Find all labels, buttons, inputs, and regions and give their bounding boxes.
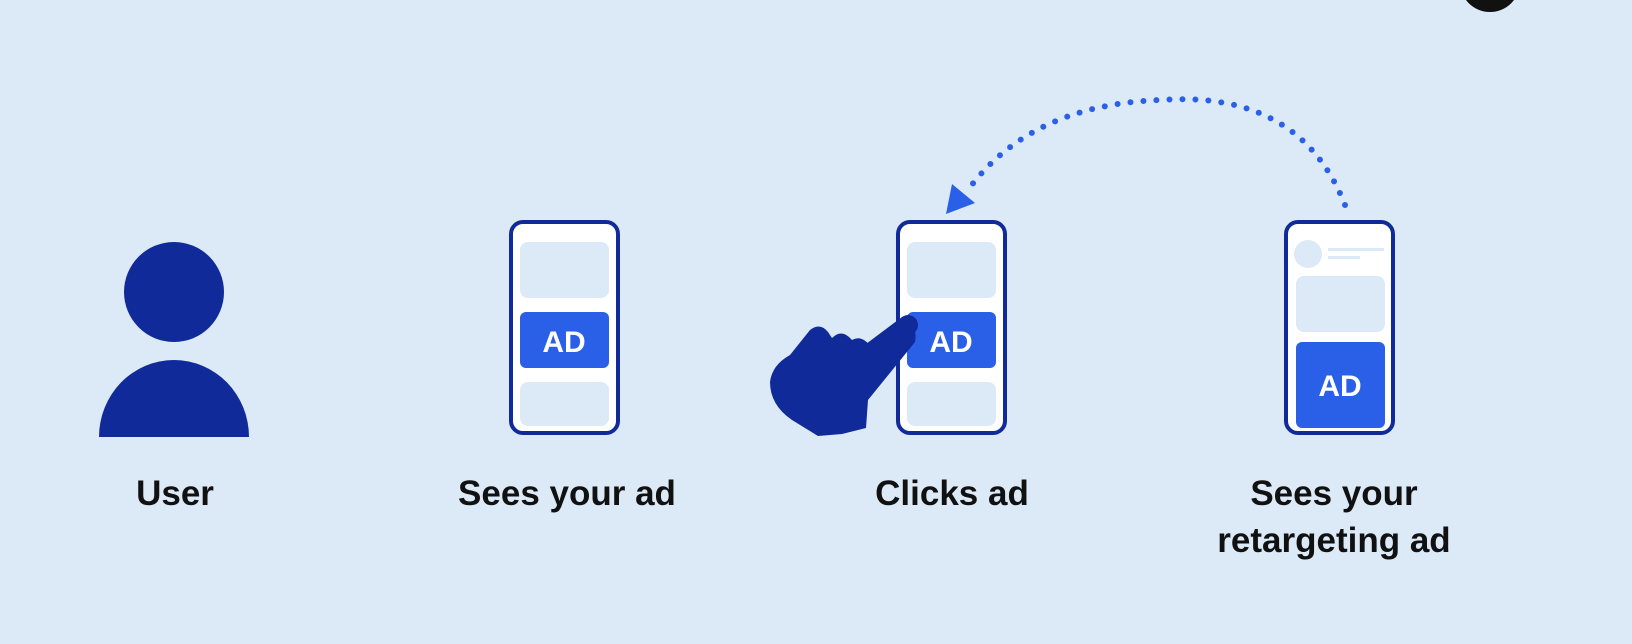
phone-icon: AD xyxy=(509,220,620,435)
ad-text: AD xyxy=(929,326,972,359)
ad-banner xyxy=(1296,342,1385,428)
user-icon xyxy=(99,242,249,437)
step-label-retargeting: Sees your retargeting ad xyxy=(1217,470,1450,564)
step-label-line2: retargeting ad xyxy=(1217,521,1451,560)
corner-badge xyxy=(1466,0,1514,12)
ad-banner xyxy=(907,312,996,368)
step-label-line1: Sees your xyxy=(1250,474,1418,513)
dotted-return-arrow-icon xyxy=(946,96,1348,214)
step-label-user: User xyxy=(136,474,214,513)
phone-icon: AD xyxy=(1284,220,1395,435)
phone-icon: AD xyxy=(896,220,1007,435)
ad-text: AD xyxy=(542,326,585,359)
ad-banner xyxy=(520,312,609,368)
step-label-sees-ad: Sees your ad xyxy=(458,474,676,513)
ad-text: AD xyxy=(1318,370,1361,403)
pointing-hand-icon xyxy=(770,315,918,436)
step-label-clicks-ad: Clicks ad xyxy=(875,474,1029,513)
